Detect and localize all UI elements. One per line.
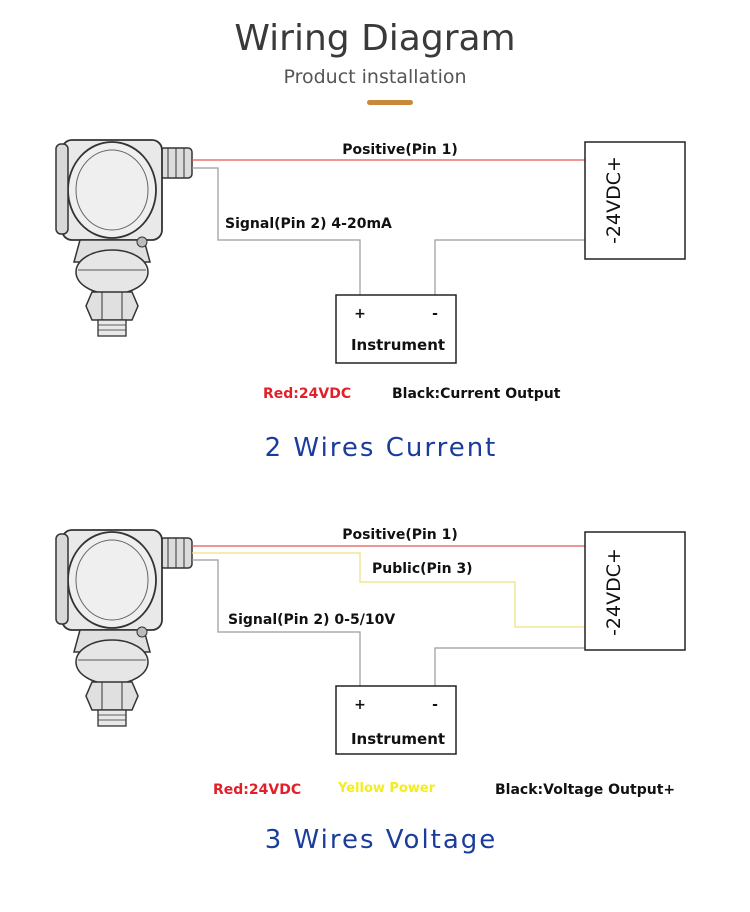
instrument-plus-1: + [354, 306, 366, 322]
legend-black-1: Black:Current Output [392, 386, 561, 402]
instrument-minus-2: - [432, 697, 438, 713]
signal-pin-label-1: Signal(Pin 2) 4-20mA [225, 216, 392, 232]
legend-yellow-2: Yellow Power [337, 781, 436, 796]
legend-black-2: Black:Voltage Output+ [495, 782, 675, 798]
signal-wire-2 [192, 559, 361, 686]
power-supply-box-1 [584, 141, 686, 260]
section-title-3-wires: 3 Wires Voltage [265, 825, 498, 855]
return-wire-1 [434, 239, 585, 295]
positive-pin-label-2: Positive(Pin 1) [342, 527, 458, 543]
instrument-label-1: Instrument [351, 336, 445, 354]
supply-label-1: -24VDC+ [603, 156, 625, 244]
page-title: Wiring Diagram [234, 18, 516, 59]
title-accent-bar [367, 100, 413, 105]
signal-wire-1 [192, 167, 361, 295]
instrument-box-2 [335, 685, 457, 755]
section-title-2-wires: 2 Wires Current [265, 433, 498, 463]
return-wire-2 [434, 647, 585, 686]
supply-label-2: -24VDC+ [603, 548, 625, 636]
instrument-minus-1: - [432, 306, 438, 322]
instrument-plus-2: + [354, 697, 366, 713]
positive-pin-label-1: Positive(Pin 1) [342, 142, 458, 158]
public-pin-label-2: Public(Pin 3) [372, 561, 473, 577]
transmitter-2-illustration [55, 529, 193, 727]
page-subtitle: Product installation [283, 66, 467, 88]
power-supply-box-2 [584, 531, 686, 651]
instrument-label-2: Instrument [351, 730, 445, 748]
signal-pin-label-2: Signal(Pin 2) 0-5/10V [228, 612, 395, 628]
legend-red-1: Red:24VDC [263, 386, 351, 402]
legend-red-2: Red:24VDC [213, 782, 301, 798]
transmitter-1-illustration [55, 139, 193, 337]
instrument-box-1 [335, 294, 457, 364]
yellow-wire-2 [192, 552, 585, 628]
